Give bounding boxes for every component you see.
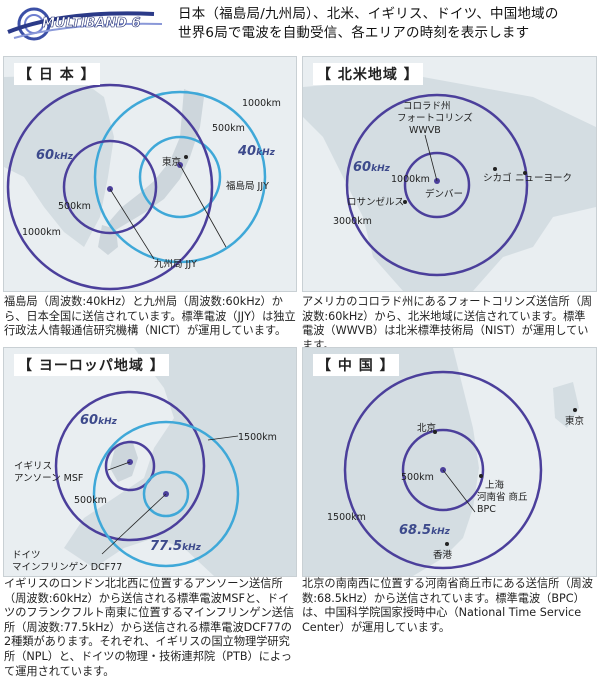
msf-1500km-ring (54, 390, 206, 542)
panel-north-america: コロラド州 フォートコリンズ WWVB 1000km 3000km シカゴ ニュ… (302, 56, 597, 292)
europe-description: イギリスのロンドン北北西に位置するアンソーン送信所（周波数:60kHz）から送信… (4, 577, 295, 678)
logo-text: MULTIBAND 6 (42, 16, 141, 31)
bpc-1500km-ring (343, 370, 543, 570)
shanghai-label: 上海 (485, 479, 505, 491)
korea-landmass (4, 75, 114, 247)
europe-map: 1500km 500km イギリス アンソーン MSF ドイツ マインフリンゲン… (12, 348, 296, 576)
multiband-logo: MULTIBAND 6 (7, 7, 163, 41)
fukushima-500km-label: 500km (212, 123, 245, 134)
kyushu-landmass (98, 225, 118, 255)
dcf77-500km-ring (142, 470, 190, 518)
europe-1500km-label: 1500km (238, 432, 277, 443)
north-america-60khz-label: 60kHz (353, 160, 391, 175)
newyork-label: ニューヨーク (515, 173, 572, 184)
panel-japan-title: 【 日 本 】 (14, 63, 100, 85)
panel-north-america-title: 【 北米地域 】 (313, 63, 423, 85)
china-landmass (303, 348, 479, 576)
panel-japan: 1000km 500km 東京 福島局 JJY 500km 1000km 九州局… (3, 56, 297, 292)
kyushu-500km-label: 500km (58, 201, 91, 212)
wwvb-1000km-ring (403, 151, 471, 219)
japan-map: 1000km 500km 東京 福島局 JJY 500km 1000km 九州局… (4, 75, 281, 291)
msf-station-line-2: アンソーン MSF (14, 473, 83, 484)
china-map: 北京 東京 上海 香港 河南省 商丘 BPC 500km 1500km 68.5… (303, 348, 584, 576)
tokyo-dot (184, 155, 188, 159)
panel-europe: 1500km 500km イギリス アンソーン MSF ドイツ マインフリンゲン… (3, 347, 297, 577)
tokyo-label-china: 東京 (565, 415, 584, 427)
fukushima-500km-ring (138, 135, 222, 219)
hongkong-label: 香港 (433, 549, 453, 561)
bpc-500km-ring (401, 428, 485, 512)
newyork-dot (523, 171, 527, 175)
north-america-description: アメリカのコロラド州にあるフォートコリンズ送信所（周波数:60kHz）から、北米… (302, 295, 593, 352)
britain-landmass (110, 440, 138, 482)
wwvb-station-line-2: フォートコリンズ (397, 112, 473, 124)
msf-station-line-1: イギリス (14, 461, 52, 472)
kyushu-1000km-label: 1000km (22, 227, 61, 238)
china-description: 北京の南南西に位置する河南省商丘市にある送信所（周波数:68.5kHz）から送信… (302, 577, 593, 634)
japan-40khz-label: 40kHz (237, 144, 276, 159)
fukushima-station-label: 福島局 JJY (226, 180, 269, 192)
japan-60khz-label: 60kHz (36, 148, 74, 163)
tokyo-label: 東京 (162, 156, 181, 168)
kyushu-station-label: 九州局 JJY (154, 258, 197, 270)
headline-line-1: 日本（福島局/九州局）、北米、イギリス、ドイツ、中国地域の (178, 6, 559, 22)
wwvb-1000km-label: 1000km (391, 174, 430, 185)
dcf77-1500km-ring (92, 420, 240, 568)
hongkong-dot (445, 542, 449, 546)
bpc-500km-label: 500km (401, 472, 434, 483)
wwvb-3000km-ring (345, 93, 529, 277)
panel-europe-title: 【 ヨーロッパ地域 】 (14, 354, 169, 376)
north-america-map: コロラド州 フォートコリンズ WWVB 1000km 3000km シカゴ ニュ… (303, 77, 596, 291)
chicago-label: シカゴ (483, 172, 512, 184)
beijing-dot (433, 430, 437, 434)
header: MULTIBAND 6 日本（福島局/九州局）、北米、イギリス、ドイツ、中国地域… (0, 0, 600, 46)
la-label: ロサンゼルス (347, 196, 404, 208)
north-america-landmass (303, 77, 596, 291)
wwvb-3000km-label: 3000km (333, 216, 372, 227)
dcf77-station-line-2: マインフリンゲン DCF77 (12, 561, 122, 573)
headline: 日本（福島局/九州局）、北米、イギリス、ドイツ、中国地域の 世界6局で電波を自動… (178, 5, 598, 43)
chicago-dot (493, 167, 497, 171)
beijing-label: 北京 (417, 422, 436, 434)
bpc-station-line-2: BPC (477, 504, 496, 515)
japan-landmass (108, 89, 204, 231)
europe-60khz-label: 60kHz (80, 413, 118, 428)
europe-77khz-label: 77.5kHz (150, 539, 202, 554)
shanghai-dot (479, 474, 483, 478)
bpc-1500km-label: 1500km (327, 512, 366, 523)
panel-china: 北京 東京 上海 香港 河南省 商丘 BPC 500km 1500km 68.5… (302, 347, 597, 577)
wwvb-station-line-1: コロラド州 (403, 101, 451, 112)
tokyo-dot-china (573, 408, 577, 412)
japan-landmass-china (553, 382, 579, 428)
europe-landmass (64, 348, 296, 576)
denver-label: デンバー (425, 188, 463, 200)
fukushima-1000km-label: 1000km (242, 98, 281, 109)
dcf77-station-line-1: ドイツ (12, 550, 41, 561)
wwvb-station-line-3: WWVB (409, 125, 441, 136)
europe-500km-label: 500km (74, 495, 107, 506)
japan-description: 福島局（周波数:40kHz）と九州局（周波数:60kHz）から、日本全国に送信さ… (4, 295, 296, 338)
msf-500km-ring (104, 440, 156, 492)
headline-line-2: 世界6局で電波を自動受信、各エリアの時刻を表示します (178, 25, 530, 41)
china-68khz-label: 68.5kHz (399, 523, 451, 538)
bpc-station-line-1: 河南省 商丘 (477, 491, 528, 503)
panel-china-title: 【 中 国 】 (313, 354, 399, 376)
kyushu-500km-ring (62, 139, 158, 235)
kyushu-1000km-ring (6, 83, 214, 291)
la-dot (403, 200, 407, 204)
